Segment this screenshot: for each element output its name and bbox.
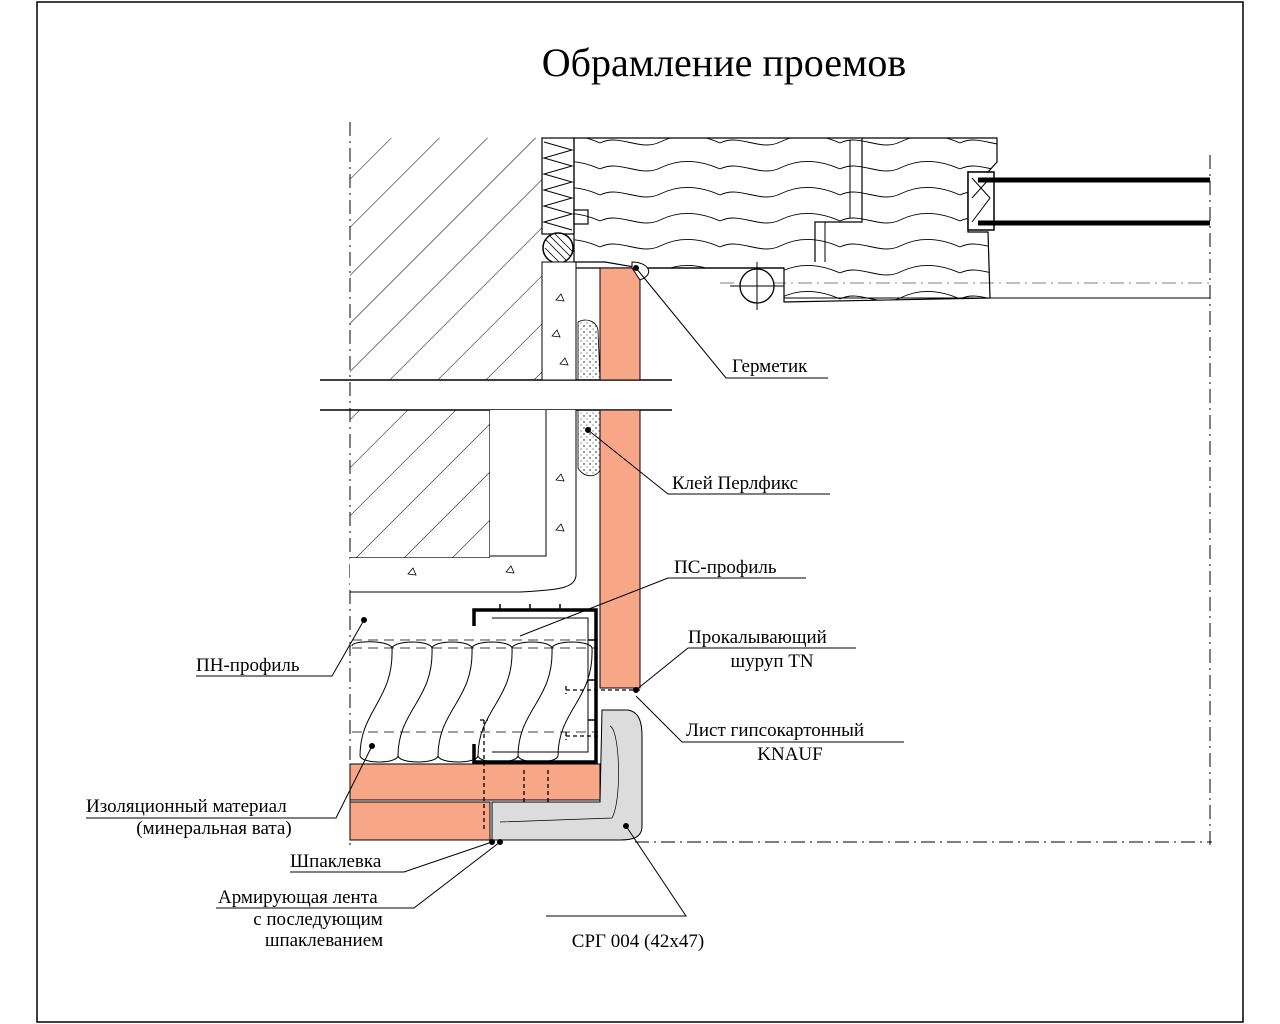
plaster-marks-lower [407,473,565,576]
label-glue-perlfix: Клей Перлфикс [672,473,798,494]
ps-profile [472,608,598,764]
label-tape-line3: шпаклеванием [265,930,383,951]
label-insulation-line1: Изоляционный материал [86,796,287,817]
masonry-upper [350,138,542,380]
window-frame-rebate [814,138,863,262]
label-screw-line1: Прокалывающий [688,627,827,648]
plaster-marks-upper [551,293,569,366]
label-pn-profile: ПН-профиль [196,655,300,676]
gypsum-board-horizontal-1 [349,763,601,801]
plaster-lower-outer [350,410,577,593]
insulation-loops-bottom [359,755,559,763]
leader-lines [86,265,904,917]
glue-upper [577,319,601,381]
label-tape-line2: с последующим [253,909,383,930]
plaster-upper [541,261,577,381]
ps-profile-stiffeners [499,604,596,721]
glue-lower [577,409,601,477]
screw-lower [565,732,598,740]
plaster-lower-inner [490,410,547,557]
label-gkl-line2: KNAUF [757,744,822,765]
label-screw-line2: шуруп TN [730,651,813,672]
gypsum-board-vertical [599,409,641,689]
drawing-title: Обрамление проемов [542,40,906,85]
window-frame-wood [573,137,998,303]
seal-strip-zigzag [542,141,574,231]
gypsum-board-upper [599,267,641,381]
screw-vertical-1 [480,719,488,830]
label-corner-profile: СРГ 004 (42х47) [572,931,704,952]
screw-upper [565,686,640,694]
insulation [352,638,598,762]
label-gkl-line1: Лист гипсокартонный [686,720,864,741]
label-ps-profile: ПС-профиль [674,557,777,578]
window-frame-rebate-2 [824,140,851,262]
label-tape-line1: Армирующая лента [218,887,378,908]
label-putty: Шпаклевка [290,851,382,872]
masonry-lower [350,410,490,558]
ps-profile-inner [492,617,589,753]
seal-cord-hatch [544,233,573,263]
gypsum-board-horizontal-2 [349,801,491,841]
corner-profile-detail [499,725,619,823]
corner-profile [491,709,643,841]
label-insulation-line2: (минеральная вата) [136,818,291,839]
label-hermetic: Герметик [732,356,808,377]
plaster-lower [350,410,576,590]
insulation-loops [351,641,593,757]
sheet-border [36,1,1244,1023]
